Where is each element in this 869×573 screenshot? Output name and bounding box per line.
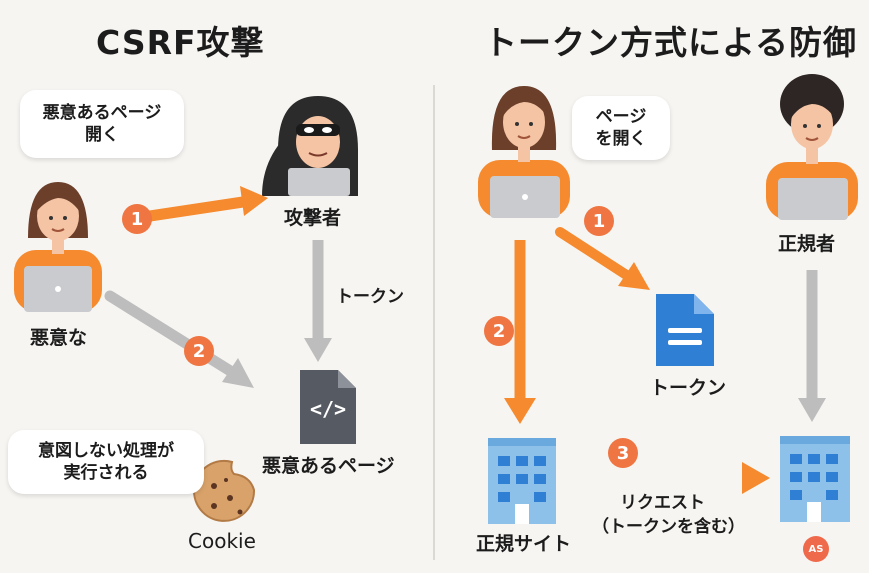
server-building-icon [780,436,850,522]
arrow-head-site-to-server [742,462,770,494]
cookie-label: Cookie [188,529,256,553]
cookie-icon [193,459,256,522]
arrow-head-user-to-site [504,398,536,424]
legit-user-label: 正規者 [778,233,836,255]
left-step-1-badge: 1 [122,204,152,234]
malicious-page-label: 悪意あるページ [262,455,395,477]
left-bubble-top-line2: 開く [84,125,119,145]
left-panel-title: CSRF攻撃 [96,23,265,62]
user-person-icon [478,86,570,218]
site-building-icon [488,438,556,524]
malicious-code-page-icon: </> [300,370,356,444]
right-bubble-line2: を開く [595,129,647,149]
right-step-3-badge: 3 [608,438,638,468]
arrow-head-victim-to-page [222,358,254,388]
arrow-head-victim-to-attacker [240,186,268,216]
site-label: 正規サイト [476,533,572,555]
left-step-2-badge: 2 [184,336,214,366]
left-bubble-bottom-line1: 意図しない処理が [38,440,174,461]
arrow-victim-to-page [104,290,238,378]
svg-text:</>: </> [310,397,346,421]
arrow-head-legit-to-server [798,398,826,422]
arrow-head-attacker-to-page [304,338,332,362]
right-speech-bubble: ページ を開く [572,96,670,160]
victim-person-icon [14,182,102,312]
left-speech-bubble-bottom: 意図しない処理が 実行される [8,430,204,494]
victim-label: 悪意な [30,327,88,349]
attacker-label: 攻撃者 [284,207,342,229]
token-document-icon [656,294,714,366]
left-speech-bubble-top: 悪意あるページ 開く [20,90,184,158]
as-badge: AS [803,536,829,562]
token-label: トークン [650,377,727,399]
right-step-1-badge: 1 [584,206,614,236]
request-label-line2: （トークンを含む） [592,517,745,537]
right-step-2-badge: 2 [484,316,514,346]
right-bubble-line1: ページ [595,106,647,127]
right-panel-title: トークン方式による防御 [484,23,858,62]
arrow-head-user-to-token [618,262,650,290]
legit-user-person-icon [766,74,858,220]
left-bubble-top-line1: 悪意あるページ [42,102,162,123]
left-bubble-bottom-line2: 実行される [63,463,149,483]
request-label-line1: リクエスト [620,493,705,513]
attacker-hooded-icon [262,96,358,196]
arrow-victim-to-attacker [144,196,249,222]
token-arrow-label: トークン [336,287,404,307]
arrow-user-to-token [555,227,633,281]
